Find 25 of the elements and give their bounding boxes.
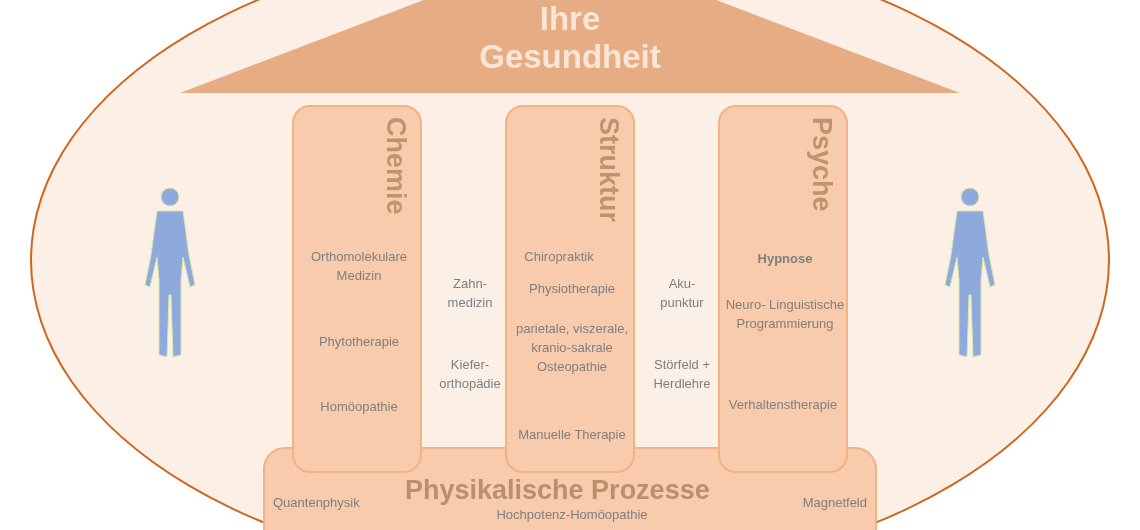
- therapy-text: Kiefer- orthopädie: [438, 356, 502, 393]
- therapy-text: Quantenphysik: [273, 494, 360, 512]
- therapy-text: Hochpotenz-Homöopathie: [495, 506, 649, 524]
- pillar-box: [292, 105, 422, 473]
- therapy-text: Hypnose: [756, 250, 814, 268]
- therapy-text: Zahn- medizin: [446, 275, 494, 312]
- therapy-text: Chiropraktik: [523, 248, 595, 266]
- therapy-text: Magnetfeld: [802, 494, 867, 512]
- pillar-heading: Struktur: [593, 117, 624, 222]
- therapy-text: Homöopathie: [319, 398, 399, 416]
- pillar-box: [505, 105, 635, 473]
- therapy-text: parietale, viszerale, kranio-sakrale Osteopathie: [515, 320, 629, 376]
- therapy-text: Manuelle Therapie: [517, 426, 627, 444]
- therapy-text: Aku- punktur: [659, 275, 705, 312]
- therapy-text: Neuro- Linguistische Programmierung: [725, 296, 845, 333]
- therapy-text: Physiotherapie: [528, 280, 616, 298]
- roof-title: Ihre Gesundheit: [478, 0, 662, 76]
- therapy-text: Orthomolekulare Medizin: [309, 248, 409, 285]
- pillar-heading: Psyche: [806, 117, 837, 212]
- pillar-heading: Chemie: [380, 117, 411, 215]
- therapy-text: Phytotherapie: [317, 333, 401, 351]
- pillar-box: [718, 105, 848, 473]
- base-title: Physikalische Prozesse: [405, 475, 710, 505]
- therapy-text: Verhaltenstherapie: [727, 396, 839, 414]
- therapy-text: Störfeld + Herdlehre: [652, 356, 712, 393]
